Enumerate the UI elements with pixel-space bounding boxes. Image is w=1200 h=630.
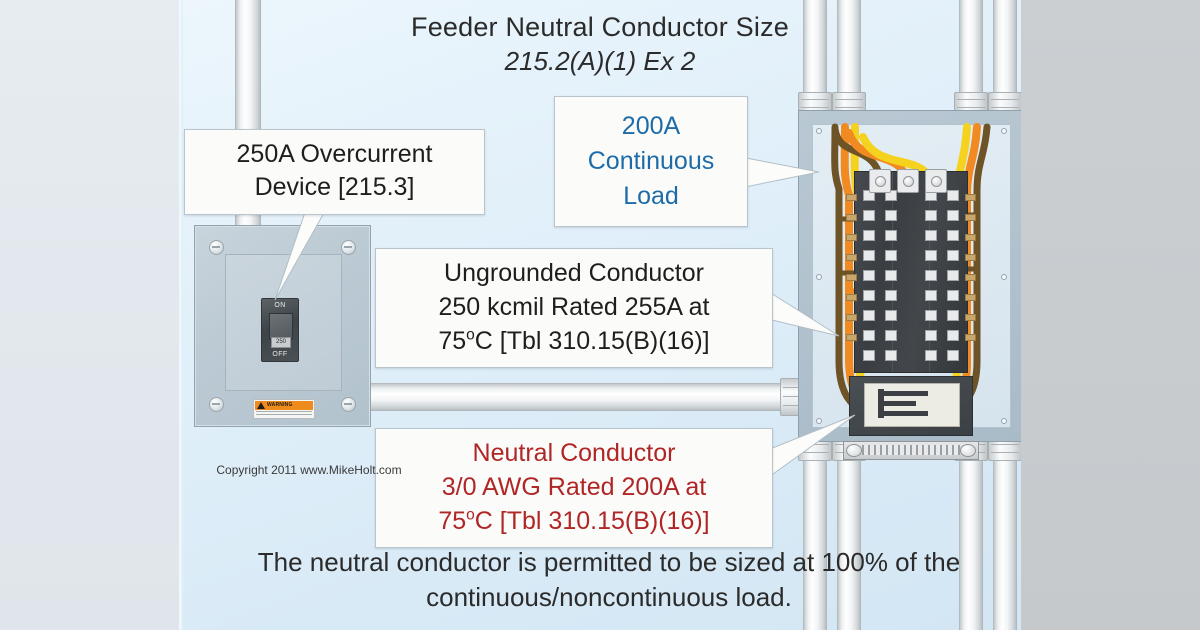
enclosure-screw-top-left <box>209 240 224 255</box>
breaker-handle-window <box>269 313 293 339</box>
conduit-right-lower-d <box>993 455 1017 630</box>
copyright-line1: Copyright 2011 <box>216 463 297 477</box>
copyright-notice: Copyright 2011 www.MikeHolt.com <box>199 462 419 479</box>
panelboard-screw-ml <box>816 274 822 280</box>
main-device-interior <box>849 376 973 436</box>
main-lug-phase-a <box>869 169 891 193</box>
warning-text: WARNING <box>267 402 293 408</box>
enclosure-screw-bottom-left <box>209 397 224 412</box>
enclosure-screw-top-right <box>341 240 356 255</box>
callout-load-line3: Load <box>623 182 679 210</box>
callout-load-line1: 200A <box>621 112 681 140</box>
callout-ungrounded-conductor: Ungrounded Conductor 250 kcmil Rated 255… <box>375 248 773 368</box>
breaker-rating-label: 250 <box>271 337 291 348</box>
panelboard-screw-tl <box>816 128 822 134</box>
warning-triangle-icon <box>257 402 265 409</box>
callout-ocpd-line2: Device [215.3] <box>254 173 415 201</box>
callout-ocpd-line1: 250A Overcurrent <box>236 140 433 168</box>
caption-line2: at 100% of the continuous/noncontinuous … <box>426 547 961 612</box>
main-breaker-handle[interactable]: ON 250 OFF <box>261 298 299 362</box>
caption-line1: The neutral conductor is permitted to be… <box>257 547 786 577</box>
enclosure-screw-bottom-right <box>341 397 356 412</box>
page-title-line2: 215.2(A)(1) Ex 2 <box>504 46 696 76</box>
letterbox-right <box>1021 0 1200 630</box>
degree-symbol-icon: o <box>466 326 475 344</box>
callout-ungrounded-ref: C [Tbl 310.15(B)(16)] <box>474 327 710 355</box>
warning-bar <box>255 401 313 410</box>
letterbox-left <box>0 0 179 630</box>
neutral-bus-bar <box>843 441 979 460</box>
callout-neutral-conductor: Neutral Conductor 3/0 AWG Rated 200A at … <box>375 428 773 548</box>
callout-ungrounded-line3: 75oC [Tbl 310.15(B)(16)] <box>384 324 764 358</box>
callout-load-line2: Continuous <box>587 147 715 175</box>
callout-neutral-line2: 3/0 AWG Rated 200A at <box>441 473 707 501</box>
breaker-on-label: ON <box>274 302 286 309</box>
panelboard-screw-mr <box>1001 274 1007 280</box>
degree-symbol-icon: o <box>466 506 475 524</box>
callout-neutral-line3: 75oC [Tbl 310.15(B)(16)] <box>384 504 764 538</box>
callout-ungrounded-line2: 250 kcmil Rated 255A at <box>438 293 710 321</box>
callout-continuous-load: 200A Continuous Load <box>554 96 748 227</box>
callout-neutral-line1: Neutral Conductor <box>472 439 676 467</box>
panelboard-screw-tr <box>1001 128 1007 134</box>
callout-neutral-ref: C [Tbl 310.15(B)(16)] <box>474 507 710 535</box>
breaker-off-label: OFF <box>272 351 288 358</box>
main-lug-phase-b <box>897 169 919 193</box>
callout-ungrounded-temp: 75 <box>438 327 467 355</box>
conduit-right-lower-c <box>959 455 983 630</box>
breaker-bus-assembly <box>846 171 976 373</box>
copyright-url: www.MikeHolt.com <box>300 463 402 477</box>
warning-fineprint <box>256 411 312 417</box>
conduit-horizontal-feeder <box>349 383 797 411</box>
panelboard-enclosure[interactable] <box>798 110 1021 460</box>
callout-neutral-temp: 75 <box>438 507 467 535</box>
illustration-panel: ON 250 OFF WARNING <box>179 0 1021 630</box>
panelboard-screw-br <box>1001 418 1007 424</box>
page-title-line1: Feeder Neutral Conductor Size <box>411 12 789 42</box>
callout-ungrounded-line1: Ungrounded Conductor <box>444 259 704 287</box>
warning-label: WARNING <box>253 399 315 419</box>
main-lug-phase-c <box>925 169 947 193</box>
disconnect-enclosure[interactable]: ON 250 OFF WARNING <box>194 225 371 427</box>
callout-ocpd: 250A Overcurrent Device [215.3] <box>184 129 485 215</box>
diagram-caption: The neutral conductor is permitted to be… <box>219 545 999 615</box>
